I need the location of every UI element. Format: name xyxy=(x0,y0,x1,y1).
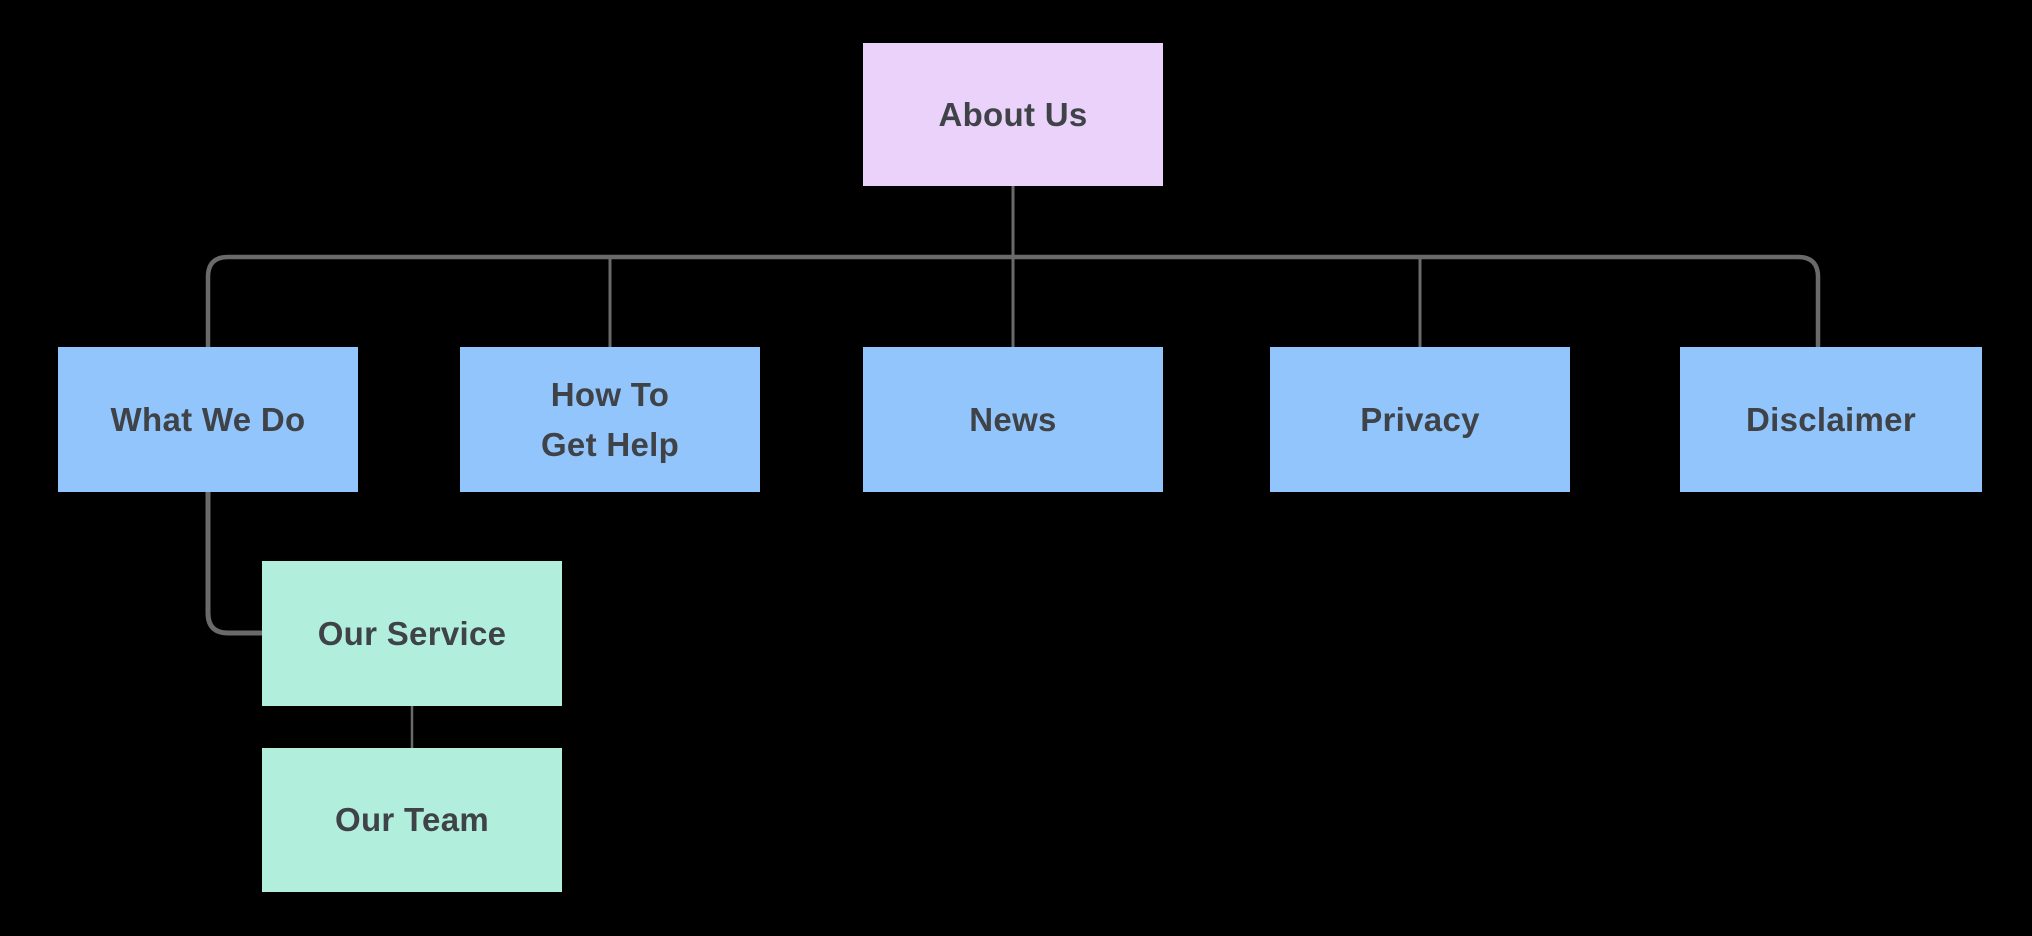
node-what-we-do[interactable]: What We Do xyxy=(58,347,358,492)
node-news[interactable]: News xyxy=(863,347,1163,492)
node-privacy[interactable]: Privacy xyxy=(1270,347,1570,492)
node-disclaimer[interactable]: Disclaimer xyxy=(1680,347,1982,492)
node-how-to-get-help-label: How To Get Help xyxy=(540,376,680,463)
node-our-service[interactable]: Our Service xyxy=(262,561,562,706)
node-disclaimer-label: Disclaimer xyxy=(1746,400,1916,438)
node-about-us[interactable]: About Us xyxy=(863,43,1163,186)
node-our-team[interactable]: Our Team xyxy=(262,748,562,892)
node-what-we-do-label: What We Do xyxy=(110,400,306,438)
node-our-team-label: Our Team xyxy=(335,801,489,839)
node-how-to-get-help[interactable]: How To Get Help xyxy=(460,347,760,492)
node-about-us-label: About Us xyxy=(938,95,1088,133)
edge-what-we-do-our-service xyxy=(205,492,262,636)
node-news-label: News xyxy=(969,400,1057,438)
node-our-service-label: Our Service xyxy=(317,614,507,652)
node-privacy-label: Privacy xyxy=(1360,400,1480,438)
